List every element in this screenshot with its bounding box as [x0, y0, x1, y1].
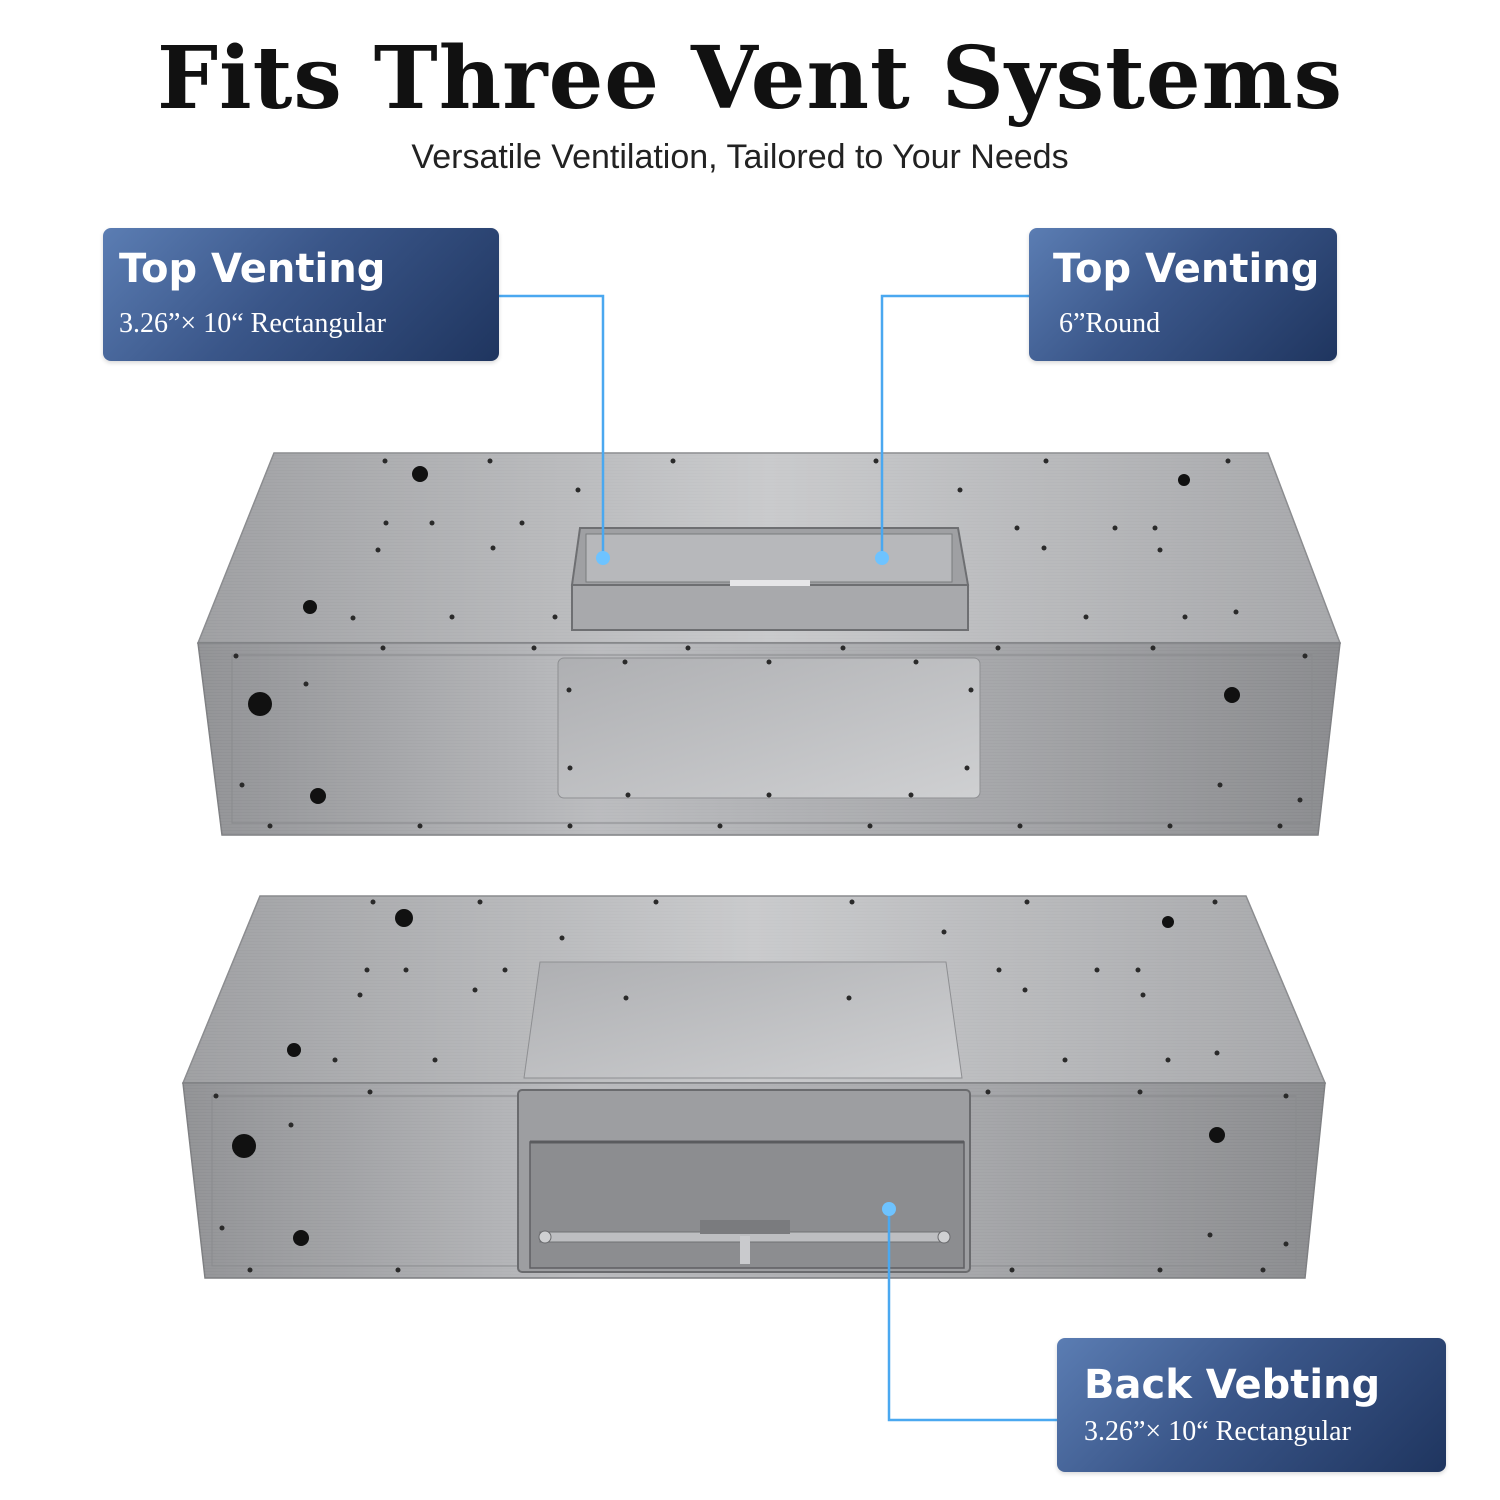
callout-heading: Top Venting — [119, 246, 386, 292]
range-hood-top-view — [196, 452, 1342, 836]
callout-heading: Top Venting — [1053, 246, 1320, 292]
back-vent-opening — [517, 1089, 971, 1273]
rectangular-vent-collar — [570, 527, 970, 631]
page-title: Fits Three Vent Systems — [156, 28, 1344, 129]
page-subtitle: Versatile Ventilation, Tailored to Your … — [411, 138, 1069, 176]
leader-lines — [499, 294, 1057, 1422]
range-hood-back-view — [181, 895, 1327, 1279]
callout-detail: 3.26”× 10“ Rectangular — [119, 308, 386, 339]
callout-back-venting: Back Vebting 3.26”× 10“ Rectangular — [1057, 1338, 1446, 1472]
callout-detail: 6”Round — [1059, 308, 1161, 339]
callout-top-venting-rectangular: Top Venting 3.26”× 10“ Rectangular — [103, 228, 499, 361]
callout-detail: 3.26”× 10“ Rectangular — [1084, 1416, 1351, 1447]
leader-markers — [596, 551, 896, 1216]
callout-heading: Back Vebting — [1084, 1362, 1381, 1408]
callout-top-venting-round: Top Venting 6”Round — [1029, 228, 1337, 361]
